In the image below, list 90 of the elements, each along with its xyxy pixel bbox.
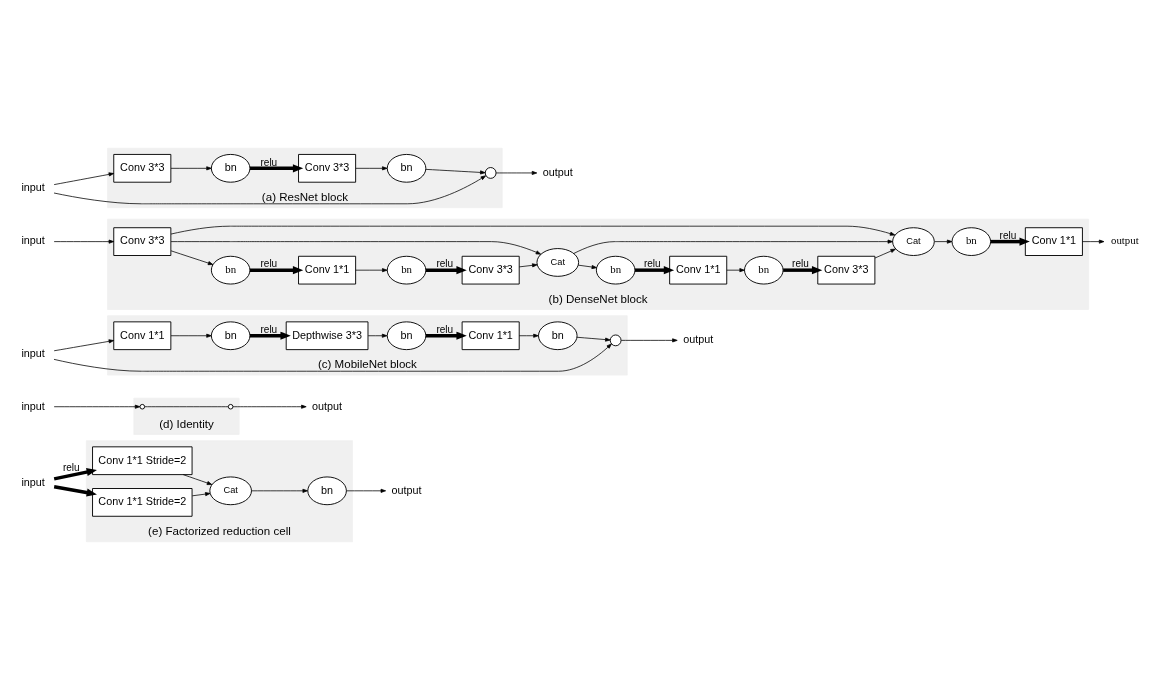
arrow — [990, 237, 1030, 246]
node-box: Conv 1*1 — [298, 255, 357, 284]
arrow — [191, 491, 211, 496]
arrow — [355, 165, 388, 170]
node-circle — [484, 166, 497, 179]
edge-label: relu — [62, 461, 80, 473]
node-circle — [227, 403, 234, 409]
node-box: Conv 3*3 — [113, 153, 172, 183]
arrow — [518, 333, 539, 338]
node-box: Conv 3*3 — [298, 153, 357, 183]
arrow — [53, 343, 612, 372]
arrow — [620, 337, 678, 342]
node-ellipse: bn — [386, 320, 427, 350]
arrow — [53, 484, 97, 497]
node-ellipse: bn — [386, 255, 427, 284]
arrow — [251, 488, 308, 493]
node-box: Conv 3*3 — [817, 255, 876, 284]
node-text: output — [312, 399, 343, 412]
node-ellipse: bn — [538, 320, 578, 350]
arrow — [170, 225, 896, 236]
node-text: input — [21, 346, 45, 359]
edge-label: relu — [260, 156, 278, 168]
node-box: Conv 3*3 — [461, 255, 520, 284]
node-text: output — [683, 332, 714, 345]
arrow — [874, 248, 896, 258]
arrow — [53, 174, 486, 204]
arrow — [518, 262, 538, 267]
node-text: output — [542, 165, 573, 178]
arrow — [53, 171, 115, 185]
arrow — [182, 473, 213, 485]
node-text: input — [21, 475, 45, 488]
node-ellipse: bn — [210, 153, 251, 183]
node-box: Conv 3*3 — [113, 226, 172, 256]
arrow — [425, 168, 486, 174]
edge-label: relu — [792, 257, 809, 269]
node-box: Depthwise 3*3 — [285, 320, 369, 350]
node-box: Conv 1*1 Stride=2 — [92, 487, 193, 517]
node-box: Conv 1*1 — [669, 255, 728, 284]
arrow — [170, 333, 212, 338]
arrow — [367, 333, 388, 338]
arrow — [249, 163, 304, 172]
edge-label: relu — [260, 257, 278, 269]
node-box: Conv 1*1 Stride=2 — [92, 445, 193, 475]
arrow — [53, 338, 115, 351]
node-circle — [609, 334, 622, 346]
node-text: input — [21, 233, 45, 246]
arrow — [346, 488, 387, 493]
arrow — [635, 265, 675, 274]
arrow — [934, 239, 953, 244]
arrow — [53, 467, 97, 481]
arrow — [249, 265, 304, 274]
arrow — [573, 239, 893, 254]
arrow — [53, 404, 141, 409]
arrow — [249, 331, 291, 340]
edge-label: relu — [436, 257, 454, 269]
edge-label: relu — [260, 323, 278, 335]
arrow — [495, 170, 538, 175]
node-text: output — [391, 483, 422, 496]
arrow — [355, 267, 388, 272]
arrow — [53, 239, 115, 244]
edge-label: relu — [436, 323, 454, 335]
node-ellipse: bn — [307, 475, 347, 505]
edge-label: relu — [999, 229, 1017, 241]
node-text: output — [1111, 233, 1139, 246]
node-ellipse: bn — [595, 255, 636, 284]
node-ellipse: bn — [386, 153, 427, 183]
arrow — [170, 240, 542, 255]
node-box: Conv 1*1 — [113, 320, 172, 350]
edge-label: relu — [643, 257, 661, 269]
arrow — [425, 331, 467, 340]
arrow — [170, 249, 214, 265]
arrow — [170, 165, 212, 170]
node-ellipse: bn — [951, 226, 992, 256]
arrow — [783, 265, 823, 274]
arrow — [1082, 239, 1105, 244]
connector — [144, 405, 229, 407]
node-ellipse: bn — [210, 255, 251, 284]
arrow — [425, 265, 467, 274]
arrow — [726, 267, 745, 272]
arrow — [577, 264, 597, 269]
node-box: Conv 1*1 — [461, 320, 520, 350]
node-ellipse: bn — [744, 255, 784, 284]
node-box: Conv 1*1 — [1024, 226, 1083, 256]
node-ellipse: Cat — [209, 475, 252, 505]
node-text: input — [21, 180, 45, 193]
node-circle — [139, 403, 146, 409]
node-text: input — [21, 399, 45, 412]
node-ellipse: bn — [210, 320, 251, 350]
arrow — [576, 336, 611, 342]
arrow — [232, 404, 307, 409]
